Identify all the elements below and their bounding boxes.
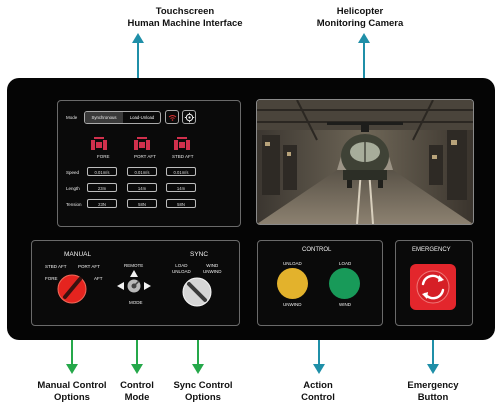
winch-label-stbd-aft: STBD AFT [172,154,194,159]
wifi-icon [168,115,177,121]
control-wind-label: WIND [339,302,351,307]
settings-button[interactable] [182,110,196,124]
tension-port-aft-field[interactable]: 58N [127,199,157,208]
top-arrows [132,33,370,82]
manual-stbd-aft-label: STBD AFT [45,264,67,269]
helicopter-camera-image [257,100,473,224]
mode-remote-label: REMOTE [124,263,144,268]
length-port-aft-field[interactable]: 14m [127,183,157,192]
emergency-arrowhead [427,364,439,374]
winch-label-fore: FORE [97,154,110,159]
winch-fore-icon [91,137,107,150]
mode-right-arrow-icon [144,282,151,290]
control-title: CONTROL [302,247,332,253]
row-label-length: Length [66,186,80,191]
manual-selector-knob[interactable] [56,273,88,305]
mode-label: Mode [66,115,78,120]
emergency-title: EMERGENCY [412,247,451,253]
speed-fore-field[interactable]: 0.01m/s [87,167,117,176]
manual-fore-label: FORE [45,276,58,281]
hmi-callout: Touchscreen Human Machine Interface [127,6,243,29]
manual-arrowhead [66,364,78,374]
camera-view [256,99,474,225]
winch-stbd-aft-icon [174,137,190,150]
control-unwind-label: UNWIND [283,302,302,307]
manual-aft-label: AFT [94,276,103,281]
winch-icons [91,137,190,150]
manual-options-callout: Manual Control Options [37,380,107,403]
tension-fore-field[interactable]: 23N [87,199,117,208]
control-load-label: LOAD [339,261,352,266]
wifi-button[interactable] [165,110,179,124]
sync-load-unload-label: LOAD UNLOAD [172,263,191,274]
mode-selector[interactable]: Synchronous Load-Unload [84,111,161,124]
control-unload-label: UNLOAD [283,261,302,266]
hmi-arrowhead [132,33,144,43]
length-stbd-aft-field[interactable]: 14m [166,183,196,192]
gear-icon [184,112,195,123]
action-arrowhead [313,364,325,374]
length-fore-field[interactable]: 23m [87,183,117,192]
mode-arrowhead [131,364,143,374]
load-wind-button[interactable] [329,268,360,299]
row-label-tension: Tension [66,202,82,207]
mode-option-load-unload[interactable]: Load-Unload [129,115,155,120]
unload-unwind-button[interactable] [277,268,308,299]
mode-left-arrow-icon [117,282,124,290]
row-label-speed: Speed [66,170,80,175]
camera-arrowhead [358,33,370,43]
sync-wind-unwind-label: WIND UNWIND [203,263,222,274]
action-control-callout: Action Control [301,380,335,403]
tension-stbd-aft-field[interactable]: 58N [166,199,196,208]
sync-title: SYNC [190,251,209,258]
sync-arrowhead [192,364,204,374]
manual-port-aft-label: PORT AFT [78,264,100,269]
emergency-button-callout: Emergency Button [407,380,459,403]
manual-title: MANUAL [64,251,92,258]
speed-port-aft-field[interactable]: 0.01m/s [127,167,157,176]
speed-stbd-aft-field[interactable]: 0.01m/s [166,167,196,176]
winch-port-aft-icon [134,137,150,150]
emergency-stop-button[interactable] [408,262,458,312]
winch-label-port-aft: PORT AFT [134,154,156,159]
mode-option-synchronous[interactable]: Synchronous [85,112,123,123]
sync-options-callout: Sync Control Options [173,380,233,403]
mode-switch[interactable] [115,269,153,303]
mode-up-arrow-icon [130,270,138,277]
helicopter-silhouette [327,122,403,188]
camera-callout: Helicopter Monitoring Camera [316,6,404,29]
mode-label-bottom: MODE [129,300,143,305]
sync-selector-knob[interactable] [181,276,213,308]
control-mode-callout: Control Mode [120,380,154,403]
